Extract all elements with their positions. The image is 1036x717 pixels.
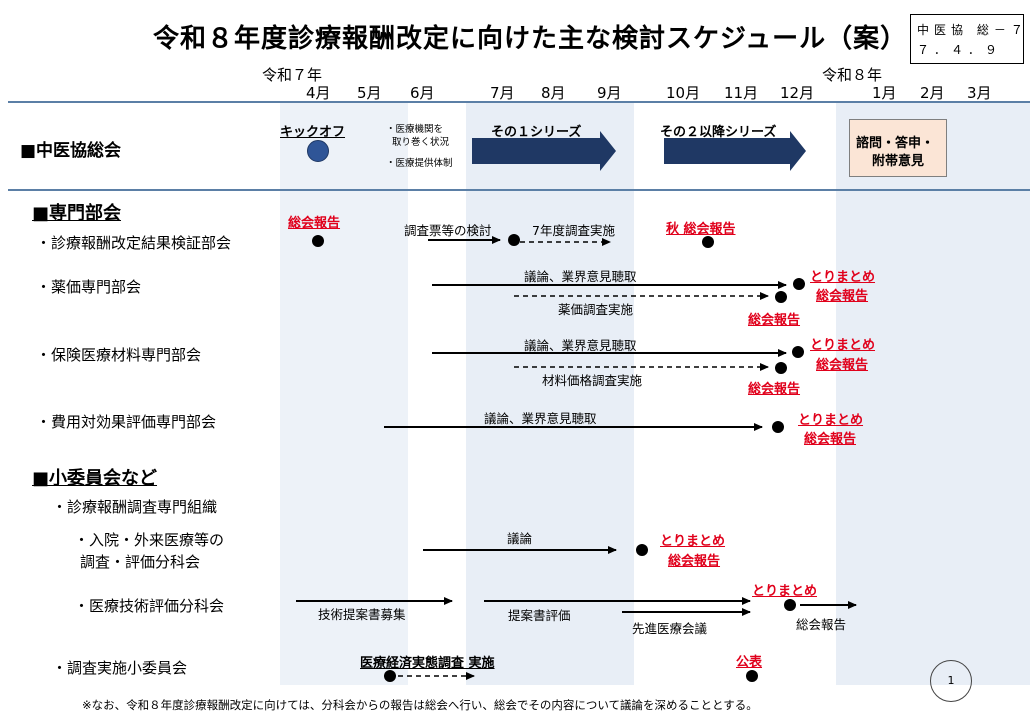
note-line2: 取り巻く状況 bbox=[392, 137, 450, 148]
month-label: 2月 bbox=[920, 84, 945, 102]
torimatome-label: とりまとめ bbox=[810, 270, 876, 285]
section-chuikyo: ■中医協総会 bbox=[20, 141, 122, 161]
divider-top bbox=[8, 101, 1030, 103]
month-label: 4月 bbox=[306, 84, 331, 102]
month-label: 6月 bbox=[410, 84, 435, 102]
milestone-dot bbox=[746, 670, 758, 682]
milestone-dot bbox=[792, 346, 804, 358]
month-label: 8月 bbox=[541, 84, 566, 102]
series2-label: その２以降シリーズ bbox=[660, 125, 777, 140]
note-line3: ・医療提供体制 bbox=[386, 158, 453, 169]
month-label: 7月 bbox=[490, 84, 515, 102]
row-label-jisshi: ・調査実施小委員会 bbox=[52, 659, 188, 677]
final-line2: 附帯意見 bbox=[872, 154, 925, 169]
row-label-yakka: ・薬価専門部会 bbox=[36, 278, 142, 296]
report-label: 総会報告 bbox=[804, 432, 857, 447]
series1-label: その１シリーズ bbox=[491, 125, 582, 140]
publish-label: 公表 bbox=[736, 655, 763, 670]
report-label: 総会報告 bbox=[796, 617, 847, 632]
column-band-jan-mar bbox=[836, 103, 1030, 685]
section-senmon: ■専門部会 bbox=[32, 203, 122, 224]
row-label-chosa-org: ・診療報酬調査専門組織 bbox=[52, 498, 218, 516]
row-label-hoken: ・保険医療材料専門部会 bbox=[36, 346, 202, 364]
series2-arrow bbox=[664, 131, 806, 171]
discussion-label: 議論、業界意見聴取 bbox=[524, 269, 637, 284]
column-band-jul-aug bbox=[466, 103, 634, 685]
document-id-line1: 中医協 総－７ bbox=[917, 23, 1028, 37]
report-label: 総会報告 bbox=[748, 313, 801, 328]
row-label-gijutsu: ・医療技術評価分科会 bbox=[74, 597, 225, 615]
row-label-nyuin-2: 調査・評価分科会 bbox=[80, 553, 201, 571]
kickoff-marker bbox=[307, 140, 329, 162]
series1-arrow bbox=[472, 131, 616, 171]
milestone-dot bbox=[775, 291, 787, 303]
survey-label: 医療経済実態調査 実施 bbox=[360, 656, 495, 671]
month-label: 9月 bbox=[597, 84, 622, 102]
year-label-start: 令和７年 bbox=[262, 66, 323, 84]
note-line1: ・医療機関を bbox=[386, 124, 444, 135]
document-id-box: 中医協 総－７ ７．４．９ bbox=[910, 14, 1024, 64]
page-title: 令和８年度診療報酬改定に向けた主な検討スケジュール（案） bbox=[153, 24, 908, 54]
month-label: 10月 bbox=[666, 84, 701, 102]
survey-label: 薬価調査実施 bbox=[558, 302, 634, 317]
milestone-dot bbox=[384, 670, 396, 682]
report-label: 総会報告 bbox=[816, 289, 869, 304]
torimatome-label: とりまとめ bbox=[798, 413, 864, 428]
report-label: 総会報告 bbox=[288, 216, 341, 231]
final-box bbox=[849, 119, 947, 177]
row-label-nyuin-1: ・入院・外来医療等の bbox=[74, 531, 225, 549]
month-label: 3月 bbox=[967, 84, 992, 102]
report-label: 秋 総会報告 bbox=[666, 222, 736, 237]
survey-run-label: 7年度調査実施 bbox=[532, 223, 615, 238]
milestone-dot bbox=[508, 234, 520, 246]
month-label: 5月 bbox=[357, 84, 382, 102]
survey-prep-label: 調査票等の検討 bbox=[404, 223, 492, 238]
year-label-next: 令和８年 bbox=[822, 66, 883, 84]
kickoff-label: キックオフ bbox=[280, 125, 346, 140]
divider-middle bbox=[8, 189, 1030, 191]
discussion-label: 議論 bbox=[507, 531, 533, 546]
discussion-label: 議論、業界意見聴取 bbox=[524, 338, 637, 353]
report-label: 総会報告 bbox=[748, 382, 801, 397]
torimatome-label: とりまとめ bbox=[660, 534, 726, 549]
final-line1: 諮問・答申・ bbox=[856, 136, 935, 151]
discussion-label: 議論、業界意見聴取 bbox=[484, 411, 597, 426]
document-id-line2: ７．４．９ bbox=[917, 43, 1003, 57]
milestone-dot bbox=[702, 236, 714, 248]
boshu-label: 技術提案書募集 bbox=[318, 607, 406, 622]
month-label: 1月 bbox=[872, 84, 897, 102]
column-band-apr-may bbox=[280, 103, 408, 685]
milestone-dot bbox=[784, 599, 796, 611]
section-shoiinkai: ■小委員会など bbox=[32, 468, 158, 489]
survey-label: 材料価格調査実施 bbox=[542, 373, 643, 388]
month-label: 12月 bbox=[780, 84, 815, 102]
page-number: 1 bbox=[930, 660, 972, 702]
milestone-dot bbox=[772, 421, 784, 433]
milestone-dot bbox=[793, 278, 805, 290]
footnote: ※なお、令和８年度診療報酬改定に向けては、分科会からの報告は総会へ行い、総会でそ… bbox=[82, 698, 758, 712]
torimatome-label: とりまとめ bbox=[752, 584, 818, 599]
milestone-dot bbox=[636, 544, 648, 556]
month-label: 11月 bbox=[724, 84, 759, 102]
milestone-dot bbox=[775, 362, 787, 374]
milestone-dot bbox=[312, 235, 324, 247]
report-label: 総会報告 bbox=[668, 554, 721, 569]
hyoka-label: 提案書評価 bbox=[508, 608, 571, 623]
senshin-label: 先進医療会議 bbox=[632, 621, 708, 636]
report-label: 総会報告 bbox=[816, 358, 869, 373]
row-label-kensho: ・診療報酬改定結果検証部会 bbox=[36, 234, 232, 252]
row-label-hiyo: ・費用対効果評価専門部会 bbox=[36, 413, 217, 431]
torimatome-label: とりまとめ bbox=[810, 338, 876, 353]
